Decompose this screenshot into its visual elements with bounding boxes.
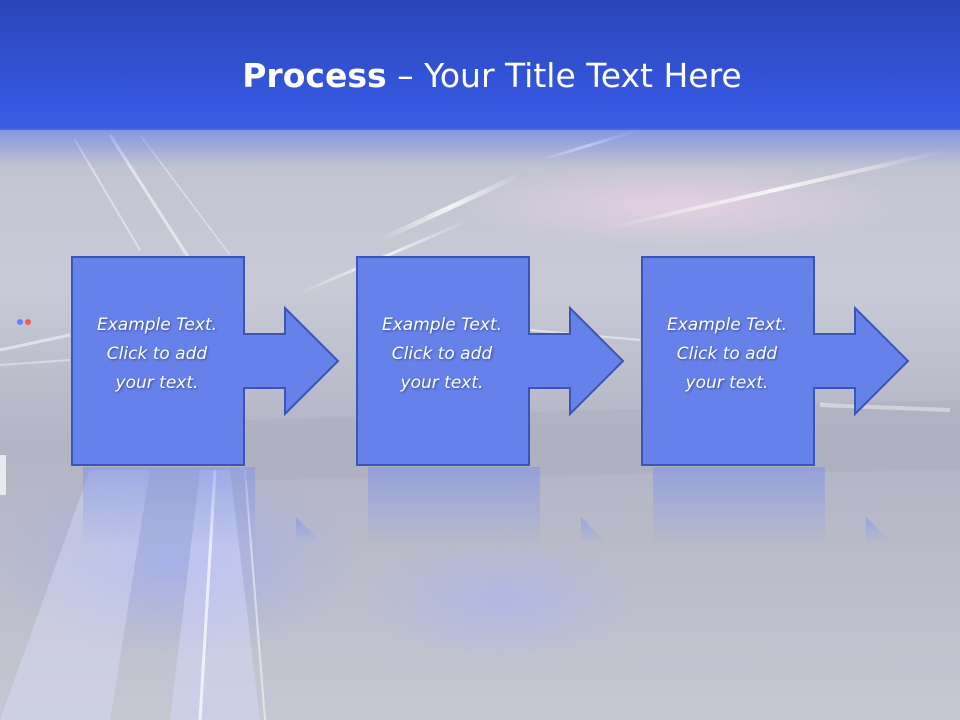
process-step-1[interactable]: Example Text. Click to add your text. [71,255,361,467]
process-step-3[interactable]: Example Text. Click to add your text. [641,255,931,467]
process-arrow-shape [71,256,340,466]
title-bar [0,0,960,130]
step-reflection [83,467,322,547]
title-bold-text: Process [242,56,387,95]
process-arrow-shape [356,256,625,466]
title-bar-fade [0,128,960,168]
process-step-2[interactable]: Example Text. Click to add your text. [356,255,646,467]
step-text[interactable]: Example Text. Click to add your text. [381,315,503,393]
step-text[interactable]: Example Text. Click to add your text. [96,315,218,393]
step-reflection [368,467,607,547]
step-reflection [653,467,892,547]
title-rest-text: – Your Title Text Here [386,56,742,95]
process-arrow-shape [641,256,910,466]
step-text[interactable]: Example Text. Click to add your text. [666,315,788,393]
slide-title[interactable]: Process – Your Title Text Here [0,54,960,98]
